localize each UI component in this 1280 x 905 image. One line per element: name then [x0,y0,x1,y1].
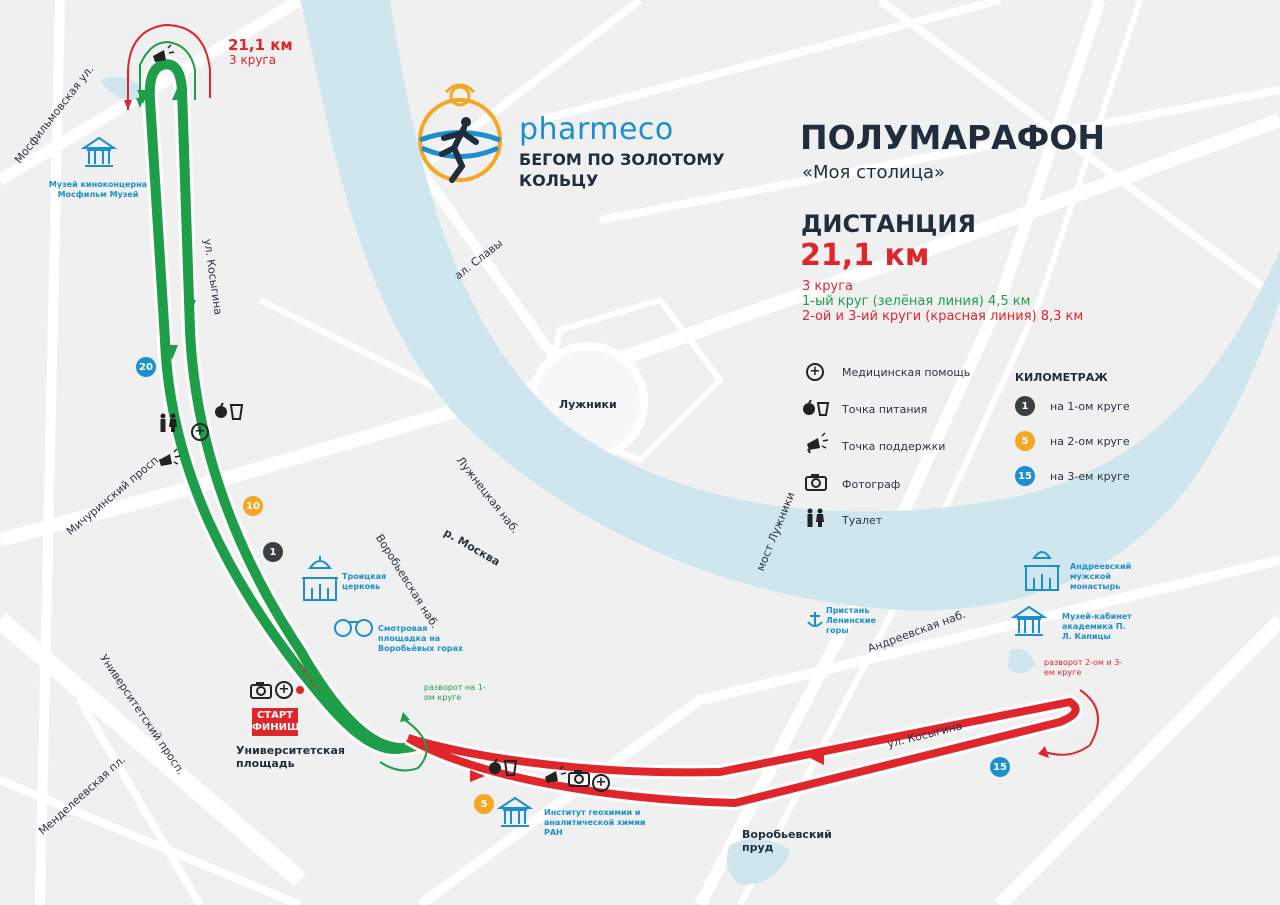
turn23-arc [1044,689,1099,756]
label-geochem: Институт геохимии и аналитической химии … [544,808,646,837]
turn1-arc [379,719,428,772]
legend-item-label: Точка питания [842,403,928,416]
label-museum: Музей киноконцерна Мосфильм Музей [48,180,148,199]
km-badge-lap1: 1 [1015,396,1035,416]
finish-label: ФИНИШ [252,722,300,733]
pond-vorobyevsky [726,838,790,885]
megaphone-icon [156,448,182,470]
turn-top-laps: 3 круга [229,53,277,67]
food-apple-cup-icon [214,402,244,420]
brand-name: pharmeco [519,112,674,147]
km-marker-10: 10 [243,496,263,516]
camera-icon [805,473,827,491]
food-apple-cup-icon [802,400,830,416]
megaphone-icon [150,44,176,66]
turn-top-arc-red [127,23,211,110]
km-marker-5: 5 [474,794,494,814]
legend-item-label: Фотограф [842,478,901,491]
distance-label: ДИСТАНЦИЯ [801,210,976,238]
route-green [144,59,425,755]
label-vorobyevsky-prud: Воробьевский пруд [742,828,832,854]
label-andreevsky: Андреевский мужской монастырь [1070,562,1132,591]
label-pier: Пристань Ленинские горы [826,606,876,635]
camera-icon [250,681,272,699]
distance-value: 21,1 км [800,238,930,273]
start-finish-badge: СТАРТ ФИНИШ [252,708,300,736]
turn23-label: разворот 2-ом и 3-ем круге [1044,658,1123,677]
toilet-icon [805,508,825,528]
km-badge-lap3: 15 [1015,466,1035,486]
medical-cross-icon: + [275,681,293,699]
route-red [405,698,1080,807]
institute-icon [496,796,534,827]
kapitsa-museum-icon [1010,605,1048,636]
slogan-line1: БЕГОМ ПО ЗОЛОТОМУ [519,150,725,169]
place-luzhniki: Лужники [559,398,617,411]
km-marker-1: 1 [263,542,283,562]
moscow-river [300,0,1280,611]
legend-item-label: Туалет [842,514,883,527]
km-marker-20: 20 [136,357,156,377]
food-apple-cup-icon [488,758,518,776]
legend-item-label: Точка поддержки [842,440,946,453]
pond-top [100,77,150,100]
slogan-line2: КОЛЬЦУ [519,171,599,190]
km-badge-lap2: 5 [1015,431,1035,451]
label-univ-square: Университетская площадь [236,744,345,770]
medical-cross-icon: + [806,363,824,381]
megaphone-icon [804,432,830,454]
km-legend-label: на 1-ом круге [1050,400,1130,413]
pond-right [1008,649,1035,674]
label-kapitsa: Музей-кабинет академика П. Л. Капицы [1062,612,1132,641]
km-legend-title: КИЛОМЕТРАЖ [1015,371,1108,384]
megaphone-icon [542,765,568,787]
medical-cross-icon: + [592,774,610,792]
anchor-icon [807,612,823,627]
label-trinity-church: Троицкая церковь [342,572,387,591]
logo-emblem [418,83,502,183]
toilet-icon [158,413,178,433]
museum-icon [80,136,118,167]
laps-count: 3 круга [802,279,853,294]
turn1-label: разворот на 1-ом круге [424,683,486,702]
legend-item-label: Медицинская помощь [842,366,971,379]
turn-top-arc-green [139,40,196,105]
lap23-info: 2-ой и 3-ий круги (красная линия) 8,3 км [802,309,1084,324]
page-subtitle: «Моя столица» [802,162,945,183]
camera-icon [568,769,590,787]
lap1-info: 1-ый круг (зелёная линия) 4,5 км [802,294,1031,309]
route-arrows-red [470,753,824,782]
monastery-icon [1024,551,1060,591]
medical-cross-icon: + [191,423,209,441]
turn-top-distance: 21,1 км [228,36,293,54]
start-label: СТАРТ [256,710,294,721]
km-legend-label: на 2-ом круге [1050,435,1130,448]
km-legend-label: на 3-ем круге [1050,470,1130,483]
binoculars-icon [334,619,373,637]
km-marker-15: 15 [990,757,1010,777]
page-title: ПОЛУМАРАФОН [800,118,1106,157]
church-icon [302,556,338,601]
label-viewpoint: Смотровая площадка на Воробьёвых горах [378,624,464,653]
start-pointer [299,664,319,691]
